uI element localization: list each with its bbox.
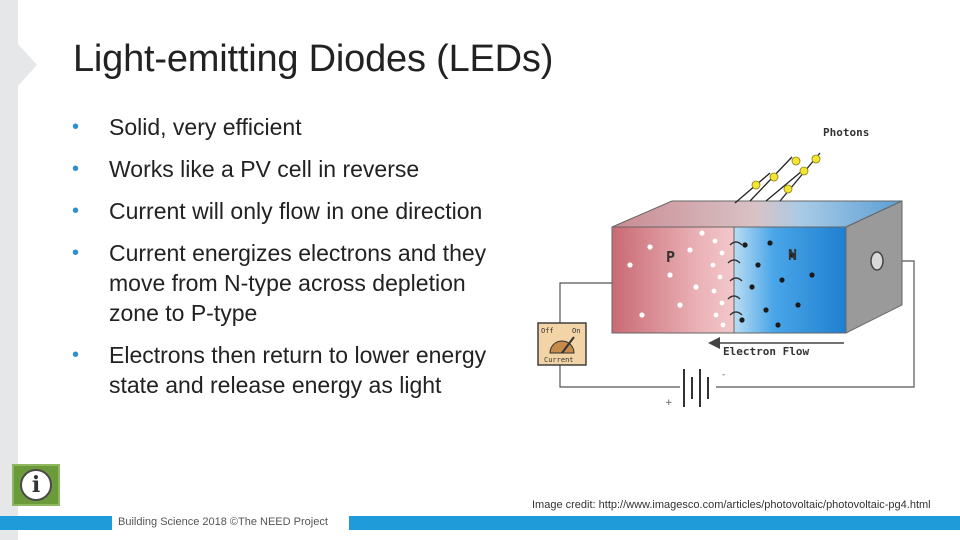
photons-label: Photons — [823, 126, 869, 139]
electron-arcs — [727, 241, 743, 316]
n-label: N — [788, 246, 797, 264]
bullet-text: Solid, very efficient — [109, 114, 302, 140]
bullet-text: Works like a PV cell in reverse — [109, 156, 420, 182]
bullet-marker: • — [72, 116, 80, 138]
image-credit: Image credit: http://www.imagesco.com/ar… — [532, 499, 931, 511]
info-icon: i — [20, 469, 52, 501]
footer-text: Building Science 2018 ©The NEED Project — [118, 516, 328, 528]
terminal-icon — [870, 251, 884, 271]
bullet-item: • Works like a PV cell in reverse — [72, 154, 517, 184]
bullet-marker: • — [72, 242, 80, 264]
photon-dots — [751, 154, 821, 194]
switch-off-label: Off — [541, 327, 554, 335]
depletion-zone — [627, 230, 726, 328]
info-button[interactable]: i — [12, 464, 60, 506]
switch-needle — [561, 336, 575, 354]
bullet-marker: • — [72, 158, 80, 180]
p-label: P — [666, 248, 675, 266]
battery-plus-label: + — [665, 398, 673, 408]
circuit-wires — [559, 260, 915, 388]
bullet-marker: • — [72, 344, 80, 366]
footer-box — [112, 512, 349, 536]
bullet-list: • Solid, very efficient • Works like a PV … — [72, 112, 517, 412]
bullet-item: • Current will only flow in one direction — [72, 196, 517, 226]
n-region — [733, 226, 847, 334]
bullet-text: Current energizes electrons and they mov… — [109, 240, 487, 326]
battery-icon — [683, 369, 709, 407]
electron-dots — [739, 240, 815, 328]
electron-flow-arrowhead — [708, 337, 720, 349]
bullet-text: Current will only flow in one direction — [109, 198, 483, 224]
switch-on-label: On — [572, 327, 580, 335]
bullet-item: • Electrons then return to lower energy s… — [72, 340, 517, 400]
switch-current-label: Current — [544, 356, 574, 364]
slide-tab-arrow — [18, 44, 37, 86]
battery-minus-label: - — [722, 370, 725, 380]
slide-title: Light-emitting Diodes (LEDs) — [73, 38, 554, 80]
left-edge-strip — [0, 0, 18, 540]
bullet-text: Electrons then return to lower energy st… — [109, 342, 487, 398]
led-diagram: P N Photons Off On Current Electron Flow… — [537, 126, 915, 408]
bullet-marker: • — [72, 200, 80, 222]
bullet-item: • Current energizes electrons and they mo… — [72, 238, 517, 328]
bullet-item: • Solid, very efficient — [72, 112, 517, 142]
electron-flow-label: Electron Flow — [723, 345, 809, 358]
